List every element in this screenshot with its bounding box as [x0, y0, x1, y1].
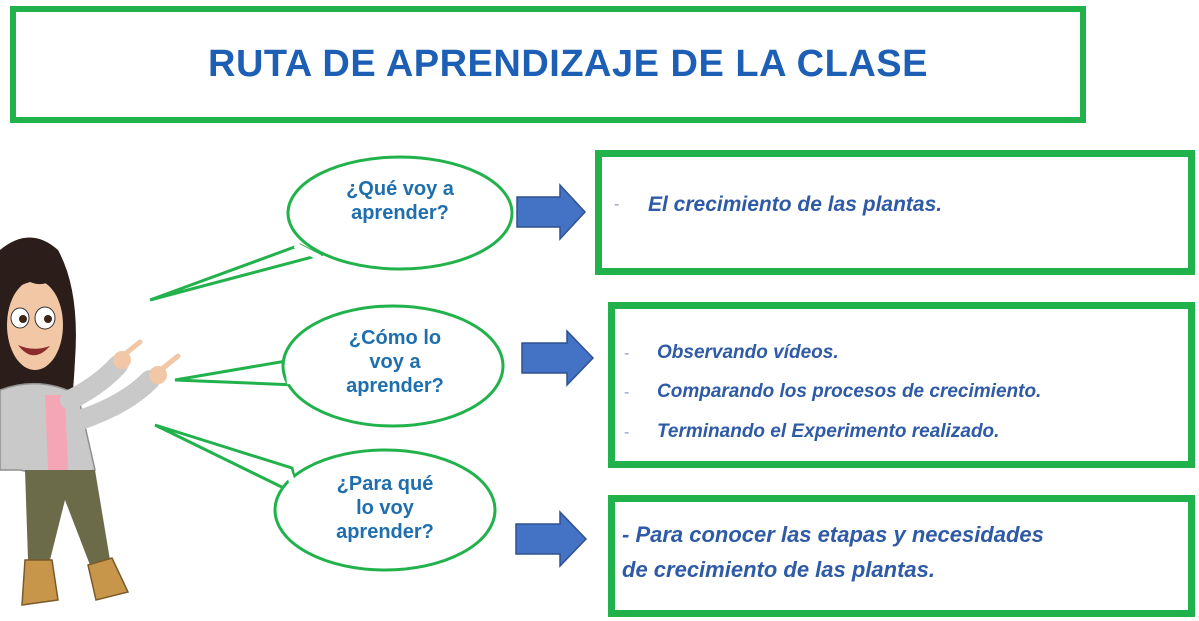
- answer-what-item: El crecimiento de las plantas.: [648, 193, 943, 216]
- bullet-dash: -: [624, 424, 630, 441]
- answer-why-line-1: - Para conocer las etapas y necesidades: [622, 522, 1044, 547]
- arrow-icon-why: [515, 510, 588, 568]
- question-why: ¿Para qué lo voy aprender?: [336, 473, 434, 543]
- question-how: ¿Cómo lo voy a aprender?: [346, 327, 444, 397]
- arrow-icon-how: [521, 329, 595, 387]
- title-box: RUTA DE APRENDIZAJE DE LA CLASE: [10, 6, 1086, 123]
- answer-how-item-3: Terminando el Experimento realizado.: [657, 421, 1000, 442]
- bullet-dash: -: [614, 196, 620, 213]
- speech-bubble-what: [149, 155, 514, 302]
- bullet-dash: -: [624, 345, 630, 362]
- teacher-avatar-icon: [0, 237, 181, 606]
- bullet-dash: -: [624, 384, 630, 401]
- arrow-icon-what: [516, 183, 587, 241]
- answer-box-why: [608, 495, 1195, 617]
- question-what: ¿Qué voy a aprender?: [346, 178, 454, 224]
- answer-why-line-2: de crecimiento de las plantas.: [622, 557, 936, 582]
- answer-how-item-1: Observando vídeos.: [657, 342, 839, 363]
- answer-box-how: [608, 302, 1195, 468]
- answer-how-item-2: Comparando los procesos de crecimiento.: [657, 381, 1042, 402]
- speech-bubble-how: [174, 304, 505, 428]
- answer-box-what: [595, 150, 1195, 275]
- page-title: RUTA DE APRENDIZAJE DE LA CLASE: [208, 43, 928, 85]
- speech-bubble-why: [154, 423, 497, 572]
